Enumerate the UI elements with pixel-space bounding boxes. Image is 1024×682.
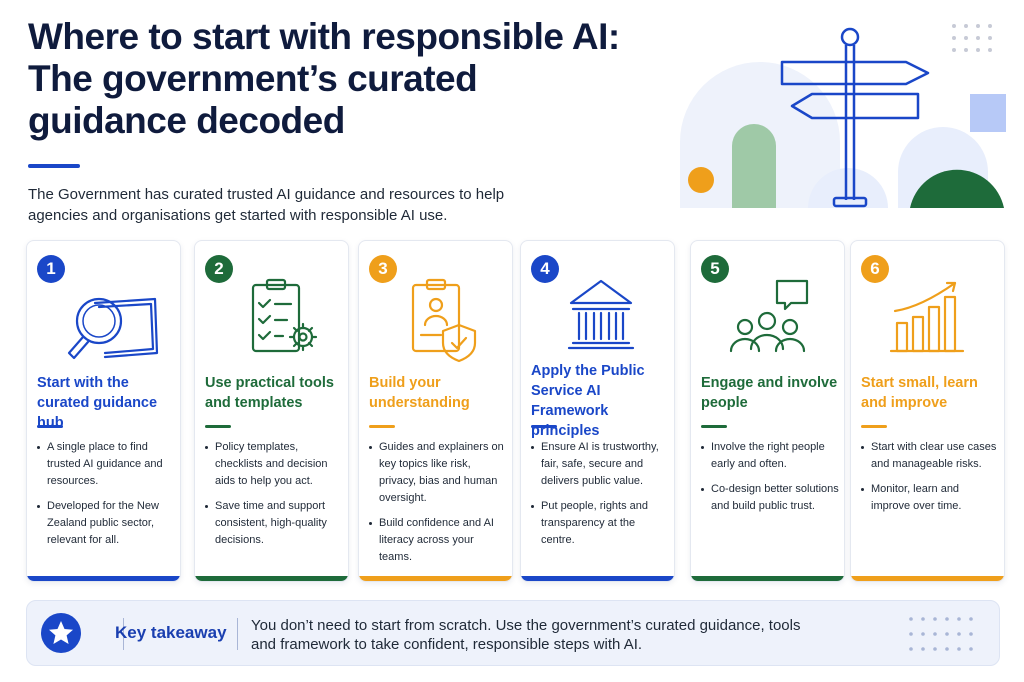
bullet-item: Save time and support consistent, high-q… xyxy=(205,498,345,549)
card-bullets: Ensure AI is trustworthy, fair, safe, se… xyxy=(531,439,671,557)
card-rule xyxy=(369,425,395,428)
decorative-dots xyxy=(952,24,992,52)
takeaway-text: You don’t need to start from scratch. Us… xyxy=(251,617,801,653)
card-2: 2 Use practical tools and templates Poli… xyxy=(194,240,349,582)
card-rule xyxy=(701,425,727,428)
key-takeaway-banner: Key takeaway You don’t need to start fro… xyxy=(26,600,1000,666)
step-number: 3 xyxy=(369,255,397,283)
step-number: 1 xyxy=(37,255,65,283)
divider xyxy=(237,618,238,650)
takeaway-label: Key takeaway xyxy=(115,623,227,642)
bullet-item: Monitor, learn and improve over time. xyxy=(861,481,1001,515)
card-3: 3 Build your understanding Guides and ex… xyxy=(358,240,513,582)
step-number: 6 xyxy=(861,255,889,283)
title-line-3: guidance decoded xyxy=(28,100,345,141)
title-underline xyxy=(28,164,80,168)
card-title: Start with the curated guidance hub xyxy=(37,375,158,431)
bullet-item: Involve the right people early and often… xyxy=(701,439,841,473)
clipboard-checklist-gear-icon xyxy=(251,278,318,353)
magnifier-book-icon xyxy=(67,297,159,360)
bullet-item: A single place to find trusted AI guidan… xyxy=(37,439,177,490)
card-1: 1 Start with the curated guidance hub A … xyxy=(26,240,181,582)
card-bullets: Policy templates, checklists and decisio… xyxy=(205,439,345,557)
bullet-item: Put people, rights and transparency at t… xyxy=(531,498,671,549)
growth-bar-chart-icon xyxy=(889,281,965,353)
title-line-1: Where to start with responsible AI: xyxy=(28,16,620,57)
card-4: 4 Apply the Public Service AI Framework … xyxy=(520,240,675,582)
bullet-item: Guides and explainers on key topics like… xyxy=(369,439,509,507)
card-bottom-bar xyxy=(359,576,512,581)
card-title: Use practical tools and templates xyxy=(205,375,334,411)
government-building-icon xyxy=(567,279,635,350)
divider xyxy=(123,618,124,650)
signpost-illustration xyxy=(680,24,1006,208)
card-bullets: Start with clear use cases and manageabl… xyxy=(861,439,1001,523)
star-badge xyxy=(41,613,81,653)
people-speech-bubble-icon xyxy=(729,279,809,353)
clipboard-person-shield-icon xyxy=(411,278,477,363)
page-title: Where to start with responsible AI: The … xyxy=(28,16,668,142)
bullet-item: Start with clear use cases and manageabl… xyxy=(861,439,1001,473)
card-bullets: Involve the right people early and often… xyxy=(701,439,841,523)
card-5: 5 Engage and involve people Involve the … xyxy=(690,240,845,582)
bullet-item: Developed for the New Zealand public sec… xyxy=(37,498,177,549)
card-title: Engage and involve people xyxy=(701,375,838,411)
card-rule xyxy=(205,425,231,428)
decorative-dots xyxy=(909,617,973,651)
card-title: Build your understanding xyxy=(369,375,470,411)
card-rule xyxy=(531,425,557,428)
card-bottom-bar xyxy=(195,576,348,581)
card-bottom-bar xyxy=(27,576,180,581)
step-number: 2 xyxy=(205,255,233,283)
bullet-item: Co-design better solutions and build pub… xyxy=(701,481,841,515)
card-bullets: A single place to find trusted AI guidan… xyxy=(37,439,177,557)
card-title: Apply the Public Service AI Framework pr… xyxy=(531,363,645,439)
title-line-2: The government’s curated xyxy=(28,58,478,99)
intro-text: The Government has curated trusted AI gu… xyxy=(28,186,505,224)
card-bullets: Guides and explainers on key topics like… xyxy=(369,439,509,574)
bullet-item: Build confidence and AI literacy across … xyxy=(369,515,509,566)
star-icon xyxy=(49,621,73,644)
step-number: 5 xyxy=(701,255,729,283)
card-bottom-bar xyxy=(851,576,1004,581)
card-rule xyxy=(861,425,887,428)
card-bottom-bar xyxy=(691,576,844,581)
bullet-item: Ensure AI is trustworthy, fair, safe, se… xyxy=(531,439,671,490)
card-title: Start small, learn and improve xyxy=(861,375,978,411)
step-number: 4 xyxy=(531,255,559,283)
card-6: 6 Start small, learn and improve Start w… xyxy=(850,240,1005,582)
card-rule xyxy=(37,425,63,428)
card-bottom-bar xyxy=(521,576,674,581)
bullet-item: Policy templates, checklists and decisio… xyxy=(205,439,345,490)
